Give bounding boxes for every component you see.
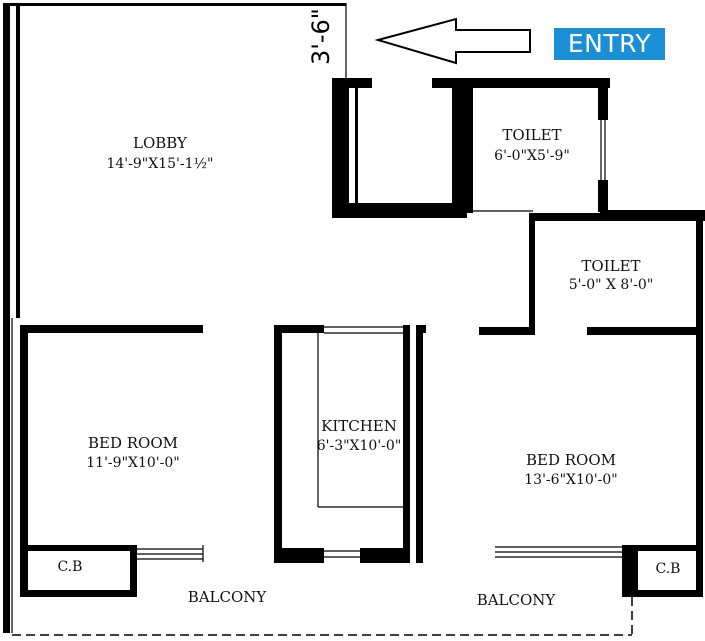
outer-left-wall: [3, 3, 20, 633]
toilet-2-name: TOILET: [581, 257, 641, 275]
bedroom-2-dimension: 13'-6"X10'-0": [524, 472, 618, 488]
kitchen-walls: [274, 325, 426, 563]
cb-left-label: C.B: [57, 559, 83, 575]
right-bedroom-walls: [495, 327, 703, 597]
door-dimension: 3'-6": [307, 8, 335, 65]
bedroom-2-name: BED ROOM: [525, 451, 616, 469]
balcony-right-label: BALCONY: [476, 591, 556, 609]
toilet-1-name: TOILET: [502, 126, 562, 144]
bedroom-1-dimension: 11'-9"X10'-0": [86, 455, 180, 471]
left-arrow-icon: [374, 17, 531, 65]
bedroom-1-name: BED ROOM: [87, 434, 178, 452]
toilet-1-dimension: 6'-0"X5'-9": [494, 148, 570, 164]
duct-shaft: [332, 78, 467, 218]
lobby-top-wall: [10, 3, 347, 78]
toilet-2-walls: [479, 213, 705, 335]
left-bedroom-walls: [20, 325, 204, 597]
balcony-left-label: BALCONY: [187, 588, 267, 606]
toilet-2-dimension: 5'-0" X 8'-0": [568, 277, 654, 293]
cb-right-label: C.B: [655, 561, 681, 577]
balcony-boundary: [12, 597, 633, 636]
entry-label: ENTRY: [554, 28, 665, 60]
lobby-name: LOBBY: [133, 134, 187, 152]
kitchen-name: KITCHEN: [321, 417, 397, 435]
lobby-dimension: 14'-9"X15'-1½": [106, 156, 214, 172]
kitchen-dimension: 6'-3"X10'-0": [316, 438, 402, 454]
